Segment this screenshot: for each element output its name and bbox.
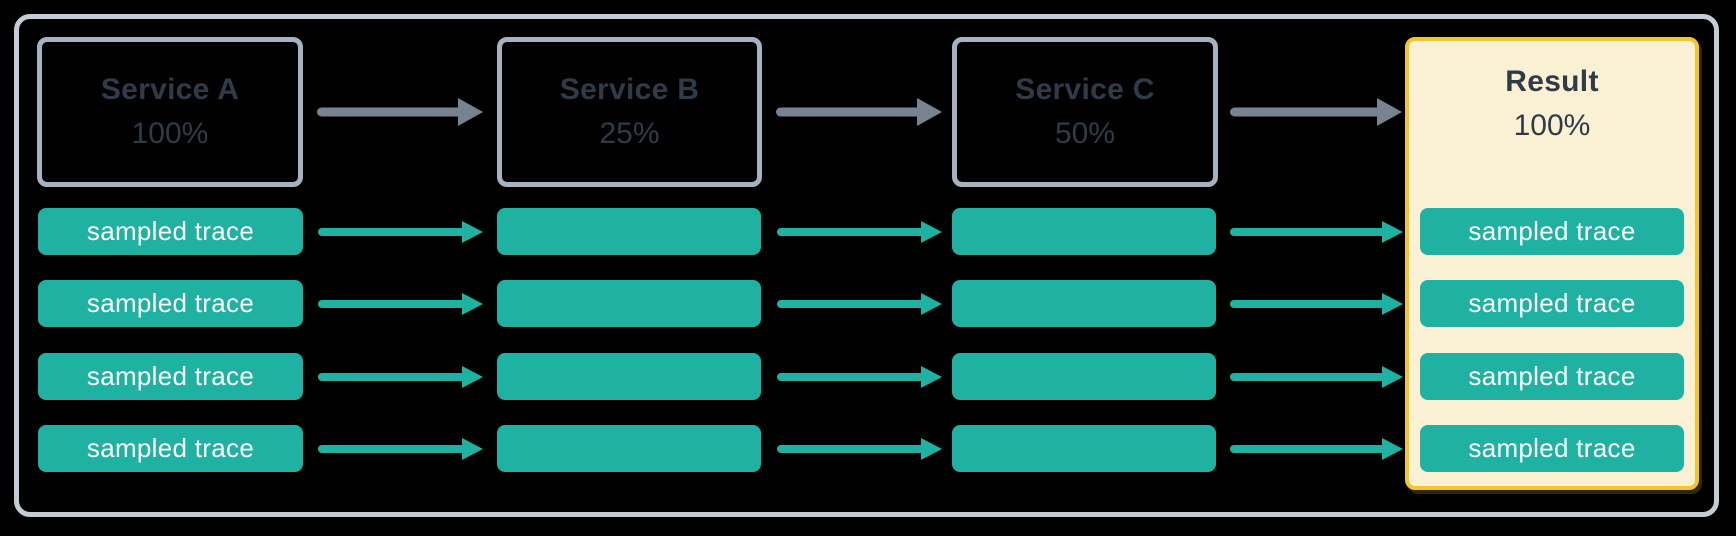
service-a-box: Service A 100% xyxy=(37,37,303,187)
service-a-rate: 100% xyxy=(131,117,209,150)
arrow-shaft xyxy=(776,107,922,117)
flow-arrow-icon xyxy=(1230,98,1402,126)
trace-arrow-icon xyxy=(1230,293,1403,315)
arrow-shaft xyxy=(1230,373,1387,381)
service-b-rate: 25% xyxy=(599,117,660,150)
arrow-shaft xyxy=(777,300,926,308)
arrow-shaft xyxy=(318,445,467,453)
service-c-box: Service C 50% xyxy=(952,37,1218,187)
arrow-shaft xyxy=(1230,107,1382,117)
sampled-trace-bar xyxy=(952,353,1216,400)
result-name: Result xyxy=(1505,65,1599,98)
sampled-trace-bar xyxy=(497,208,761,255)
service-a-name: Service A xyxy=(100,73,240,106)
sampled-trace-label: sampled trace xyxy=(86,216,255,246)
arrow-shaft xyxy=(318,373,467,381)
sampled-trace-label: sampled trace xyxy=(86,288,255,318)
sampled-trace-bar: sampled trace xyxy=(38,280,303,327)
result-header: Result 100% xyxy=(1409,65,1695,143)
sampled-trace-bar: sampled trace xyxy=(38,208,303,255)
arrow-head xyxy=(921,438,942,460)
arrow-head xyxy=(917,98,942,126)
flow-arrow-icon xyxy=(317,98,483,126)
arrow-head xyxy=(921,293,942,315)
trace-arrow-icon xyxy=(318,293,483,315)
arrow-shaft xyxy=(318,228,467,236)
sampled-trace-bar xyxy=(952,425,1216,472)
result-rate: 100% xyxy=(1513,109,1591,142)
arrow-shaft xyxy=(777,228,926,236)
arrow-shaft xyxy=(777,445,926,453)
trace-arrow-icon xyxy=(1230,366,1403,388)
sampled-trace-label: sampled trace xyxy=(1468,216,1636,246)
trace-arrow-icon xyxy=(318,438,483,460)
sampled-trace-label: sampled trace xyxy=(86,361,255,391)
sampled-trace-label: sampled trace xyxy=(1468,288,1636,318)
arrow-head xyxy=(1382,366,1403,388)
flow-arrow-icon xyxy=(776,98,942,126)
sampled-trace-bar xyxy=(497,353,761,400)
arrow-head xyxy=(1382,438,1403,460)
arrow-head xyxy=(1382,293,1403,315)
service-c-rate: 50% xyxy=(1054,117,1116,150)
arrow-head xyxy=(1377,98,1402,126)
trace-arrow-icon xyxy=(1230,221,1403,243)
arrow-head xyxy=(921,366,942,388)
trace-arrow-icon xyxy=(777,293,942,315)
arrow-shaft xyxy=(777,373,926,381)
arrow-shaft xyxy=(1230,228,1387,236)
sampled-trace-bar xyxy=(952,208,1216,255)
sampled-trace-label: sampled trace xyxy=(1468,361,1636,391)
arrow-head xyxy=(1382,221,1403,243)
diagram-frame xyxy=(14,14,1719,517)
sampled-trace-bar: sampled trace xyxy=(1420,208,1684,255)
sampled-trace-bar: sampled trace xyxy=(38,353,303,400)
sampled-trace-bar: sampled trace xyxy=(1420,353,1684,400)
trace-arrow-icon xyxy=(318,366,483,388)
sampled-trace-bar xyxy=(497,425,761,472)
arrow-head xyxy=(458,98,483,126)
sampled-trace-bar: sampled trace xyxy=(1420,280,1684,327)
arrow-shaft xyxy=(318,300,467,308)
sampled-trace-bar: sampled trace xyxy=(38,425,303,472)
arrow-head xyxy=(462,221,483,243)
trace-arrow-icon xyxy=(318,221,483,243)
sampled-trace-bar xyxy=(952,280,1216,327)
sampled-trace-bar xyxy=(497,280,761,327)
service-b-box: Service B 25% xyxy=(497,37,762,187)
trace-arrow-icon xyxy=(1230,438,1403,460)
sampled-trace-bar: sampled trace xyxy=(1420,425,1684,472)
arrow-head xyxy=(462,293,483,315)
arrow-shaft xyxy=(1230,300,1387,308)
arrow-head xyxy=(462,366,483,388)
sampled-trace-label: sampled trace xyxy=(1468,433,1636,463)
sampled-trace-label: sampled trace xyxy=(86,433,255,463)
arrow-shaft xyxy=(317,107,463,117)
trace-arrow-icon xyxy=(777,438,942,460)
arrow-shaft xyxy=(1230,445,1387,453)
trace-arrow-icon xyxy=(777,221,942,243)
trace-arrow-icon xyxy=(777,366,942,388)
service-c-name: Service C xyxy=(1015,73,1155,106)
result-box: Result 100% sampled trace sampled trace … xyxy=(1405,37,1699,490)
arrow-head xyxy=(921,221,942,243)
arrow-head xyxy=(462,438,483,460)
service-b-name: Service B xyxy=(559,73,700,106)
